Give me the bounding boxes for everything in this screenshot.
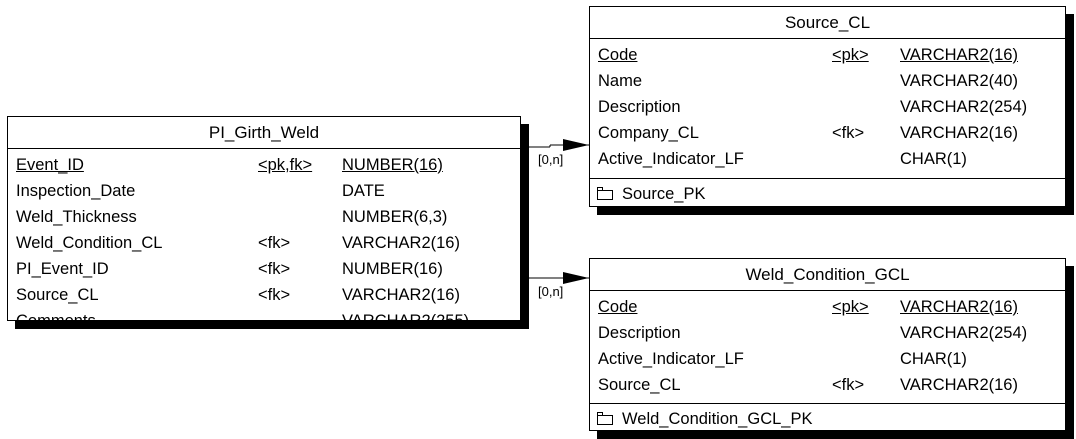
rel-source-arrowhead bbox=[563, 139, 589, 151]
attribute-type: DATE bbox=[342, 182, 385, 200]
rel-weld-condition-line bbox=[521, 272, 589, 284]
attribute-name: Source_CL bbox=[598, 376, 681, 394]
attribute-key: <fk> bbox=[258, 286, 291, 304]
folder-key-icon bbox=[597, 412, 613, 425]
attribute-type: VARCHAR2(16) bbox=[900, 298, 1018, 316]
rel-weld-condition-arrowhead bbox=[563, 272, 589, 284]
attribute-row: Name VARCHAR2(40) bbox=[590, 68, 1065, 94]
attribute-type: VARCHAR2(40) bbox=[900, 72, 1018, 90]
attribute-type: NUMBER(16) bbox=[342, 156, 443, 174]
attribute-name: Code bbox=[598, 298, 638, 316]
attribute-name: Inspection_Date bbox=[16, 182, 136, 200]
entity-title: PI_Girth_Weld bbox=[8, 117, 520, 149]
folder-key-icon bbox=[597, 187, 613, 200]
attribute-row: Weld_Thickness NUMBER(6,3) bbox=[8, 204, 520, 230]
attribute-row: Weld_Condition_CL <fk> VARCHAR2(16) bbox=[8, 230, 520, 256]
attribute-type: VARCHAR2(16) bbox=[900, 124, 1018, 142]
attribute-key: <pk> bbox=[832, 46, 869, 64]
attribute-row: Company_CL <fk> VARCHAR2(16) bbox=[590, 120, 1065, 146]
attribute-type: VARCHAR2(254) bbox=[900, 98, 1028, 116]
attribute-type: CHAR(1) bbox=[900, 350, 967, 368]
attribute-type: VARCHAR2(16) bbox=[900, 376, 1018, 394]
primary-key-row: Weld_Condition_GCL_PK bbox=[590, 403, 1065, 434]
rel-source-cardinality: [0,n] bbox=[538, 152, 564, 167]
attribute-row: PI_Event_ID <fk> NUMBER(16) bbox=[8, 256, 520, 282]
primary-key-label: Weld_Condition_GCL_PK bbox=[622, 410, 813, 428]
attribute-key: <fk> bbox=[258, 260, 291, 278]
attribute-row: Code <pk> VARCHAR2(16) bbox=[590, 294, 1065, 320]
attribute-name: Weld_Condition_CL bbox=[16, 234, 163, 252]
rel-source-line bbox=[521, 139, 589, 151]
attribute-row: Inspection_Date DATE bbox=[8, 178, 520, 204]
attribute-name: Active_Indicator_LF bbox=[598, 350, 744, 368]
attribute-type: VARCHAR2(255) bbox=[342, 312, 470, 322]
attribute-row: Description VARCHAR2(254) bbox=[590, 94, 1065, 120]
attribute-name: Active_Indicator_LF bbox=[598, 150, 744, 168]
attribute-row: Code <pk> VARCHAR2(16) bbox=[590, 42, 1065, 68]
entity-pi-girth-weld[interactable]: PI_Girth_Weld Event_ID <pk,fk> NUMBER(16… bbox=[7, 116, 521, 322]
attribute-name: Event_ID bbox=[16, 156, 84, 174]
attribute-row: Source_CL <fk> VARCHAR2(16) bbox=[590, 372, 1065, 398]
attribute-row: Comments VARCHAR2(255) bbox=[8, 308, 520, 322]
attribute-name: Comments bbox=[16, 312, 96, 322]
attribute-key: <fk> bbox=[832, 124, 865, 142]
attribute-row: Active_Indicator_LF CHAR(1) bbox=[590, 346, 1065, 372]
rel-weld-condition-cardinality: [0,n] bbox=[538, 284, 564, 299]
primary-key-row: Source_PK bbox=[590, 178, 1065, 209]
attribute-row: Source_CL <fk> VARCHAR2(16) bbox=[8, 282, 520, 308]
attribute-name: Code bbox=[598, 46, 638, 64]
attribute-name: Name bbox=[598, 72, 643, 90]
attribute-name: Description bbox=[598, 98, 681, 116]
attribute-list: Code <pk> VARCHAR2(16) Name VARCHAR2(40)… bbox=[590, 39, 1065, 178]
attribute-list: Code <pk> VARCHAR2(16) Description VARCH… bbox=[590, 291, 1065, 403]
attribute-row: Description VARCHAR2(254) bbox=[590, 320, 1065, 346]
entity-title: Weld_Condition_GCL bbox=[590, 259, 1065, 291]
primary-key-label: Source_PK bbox=[622, 185, 706, 203]
attribute-name: PI_Event_ID bbox=[16, 260, 109, 278]
attribute-row: Event_ID <pk,fk> NUMBER(16) bbox=[8, 152, 520, 178]
attribute-type: VARCHAR2(16) bbox=[342, 234, 460, 252]
attribute-key: <pk,fk> bbox=[258, 156, 313, 174]
attribute-type: NUMBER(6,3) bbox=[342, 208, 448, 226]
attribute-key: <pk> bbox=[832, 298, 869, 316]
attribute-type: VARCHAR2(254) bbox=[900, 324, 1028, 342]
attribute-name: Source_CL bbox=[16, 286, 99, 304]
attribute-name: Weld_Thickness bbox=[16, 208, 137, 226]
entity-source-cl[interactable]: Source_CL Code <pk> VARCHAR2(16) Name VA… bbox=[589, 6, 1066, 207]
entity-title: Source_CL bbox=[590, 7, 1065, 39]
attribute-key: <fk> bbox=[832, 376, 865, 394]
attribute-type: VARCHAR2(16) bbox=[900, 46, 1018, 64]
attribute-type: CHAR(1) bbox=[900, 150, 967, 168]
attribute-name: Description bbox=[598, 324, 681, 342]
attribute-type: VARCHAR2(16) bbox=[342, 286, 460, 304]
attribute-key: <fk> bbox=[258, 234, 291, 252]
entity-weld-condition-gcl[interactable]: Weld_Condition_GCL Code <pk> VARCHAR2(16… bbox=[589, 258, 1066, 431]
attribute-type: NUMBER(16) bbox=[342, 260, 443, 278]
attribute-row: Active_Indicator_LF CHAR(1) bbox=[590, 146, 1065, 172]
attribute-name: Company_CL bbox=[598, 124, 699, 142]
attribute-list: Event_ID <pk,fk> NUMBER(16) Inspection_D… bbox=[8, 149, 520, 322]
